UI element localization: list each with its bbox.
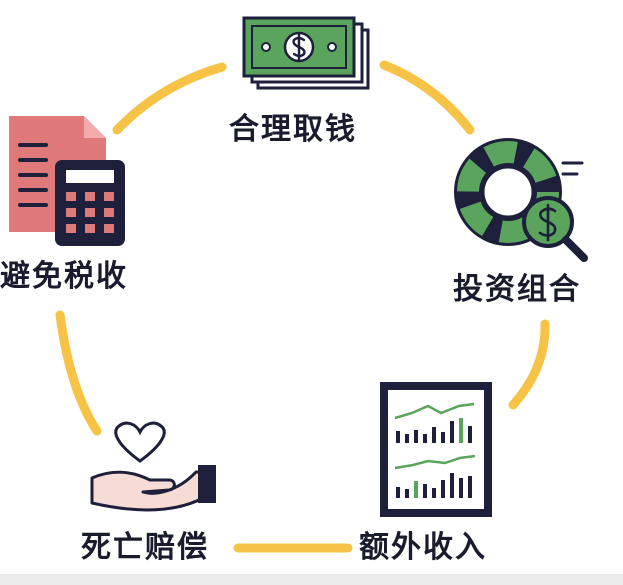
ring-arc-top-right (379, 60, 475, 135)
document-calculator-icon (9, 116, 125, 246)
node-label-bottom-right: 额外收入 (359, 530, 487, 565)
money-bills-icon (242, 16, 370, 90)
bottom-strip (0, 574, 623, 585)
node-label-top: 合理取钱 (229, 112, 357, 147)
node-label-left: 避免税收 (0, 259, 128, 294)
cycle-ring (55, 60, 550, 553)
lifebuoy-magnifier-icon (454, 138, 588, 262)
node-label-bottom-left: 死亡赔偿 (81, 530, 209, 565)
chart-board-icon (380, 382, 492, 517)
hand-heart-icon (90, 421, 216, 512)
ring-arc-right (508, 319, 550, 410)
ring-arc-top-left (112, 62, 227, 135)
ring-arc-bottom-left (55, 310, 102, 436)
node-label-right: 投资组合 (453, 272, 581, 307)
